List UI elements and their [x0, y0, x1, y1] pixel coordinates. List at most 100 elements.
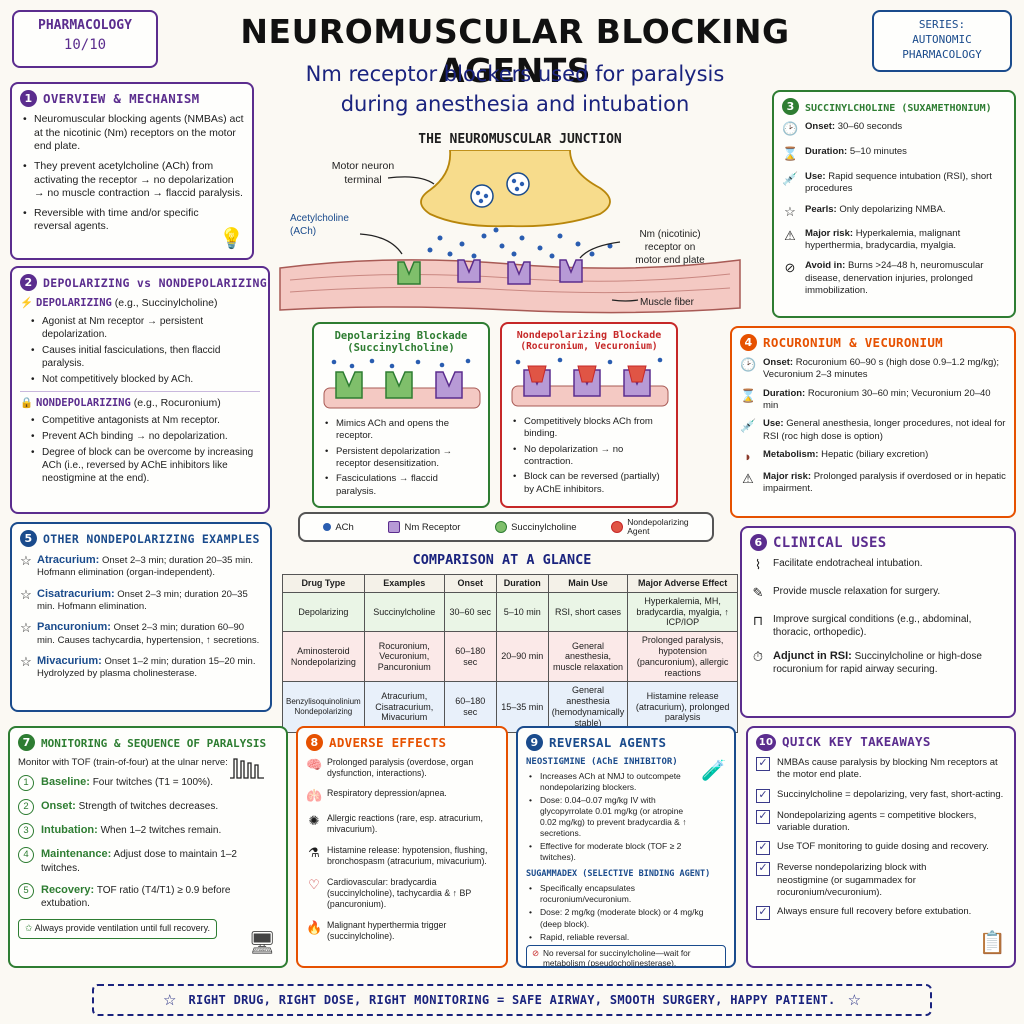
row-label: Avoid in:: [805, 260, 846, 272]
page-title: NEUROMUSCULAR BLOCKING AGENTS: [240, 12, 790, 90]
table-cell: RSI, short cases: [547, 591, 629, 633]
legend: ACh Nm Receptor Succinylcholine Nondepol…: [298, 512, 714, 542]
takeaway-item: ✓NMBAs cause paralysis by blocking Nm re…: [756, 757, 1006, 782]
series-badge-right: SERIES: AUTONOMIC PHARMACOLOGY: [872, 10, 1012, 72]
other-nondep-title: OTHER NONDEPOLARIZING EXAMPLES: [43, 532, 260, 546]
arrow: [359, 233, 403, 255]
ventilation-note-text: Always provide ventilation until full re…: [34, 922, 210, 933]
section-number: 8: [306, 734, 323, 751]
synaptic-vesicle: [470, 184, 494, 208]
use-row: ⌇Facilitate endotracheal intubation.: [750, 557, 1006, 573]
legend-nondep: Nondepolarizing Agent: [611, 517, 689, 537]
row-label: Duration:: [763, 387, 806, 399]
dep-block-title1: Depolarizing Blockade: [334, 330, 468, 342]
table-cell: 30–60 sec: [443, 591, 497, 633]
table-cell: Hyperkalemia, MH, bradycardia, myalgia, …: [627, 591, 738, 633]
star-icon: ☆: [20, 654, 32, 670]
receptor-swatch-icon: [388, 521, 401, 533]
star-icon: ✩: [25, 922, 33, 933]
table-cell: Benzylisoquinolinium Nondepolarizing: [282, 681, 365, 733]
row-text: 5–10 minutes: [849, 146, 907, 157]
badge-right-line3: PHARMACOLOGY: [902, 48, 982, 61]
comparison-table-wrap: Drug Type Examples Onset Duration Main U…: [282, 574, 738, 733]
sugammadex-title: SUGAMMADEX (SELECTIVE BINDING AGENT): [526, 869, 711, 880]
nondep-block-bullets: Competitively blocks ACh from binding. N…: [510, 416, 668, 496]
receptor-purple: [457, 259, 583, 285]
takeaway-text: Reverse nondepolarizing block with neost…: [777, 862, 927, 899]
sux-swatch-icon: [495, 521, 508, 533]
adverse-row: ⚗Histamine release: hypotension, flushin…: [306, 845, 498, 868]
info-row: 🕑Onset: Rocuronium 60–90 s (high dose 0.…: [740, 357, 1006, 382]
use-text: Improve surgical conditions (e.g., abdom…: [773, 614, 972, 638]
hourglass-icon: ⌛: [740, 387, 757, 403]
use-label: Adjunct in RSI:: [773, 650, 852, 662]
non-label: NONDEPOLARIZING: [36, 396, 131, 409]
overview-bullet: Reversible with time and/or specific rev…: [23, 207, 244, 234]
airway-icon: ⌇: [754, 557, 762, 572]
histamine-icon: ⚗: [308, 844, 320, 860]
legend-sux: Succinylcholine: [495, 521, 577, 533]
dep-example: (e.g., Succinylcholine): [114, 297, 218, 309]
star-icon: ☆: [20, 553, 32, 568]
reversal-title: REVERSAL AGENTS: [549, 735, 667, 750]
non-bullet: Prevent ACh binding → no depolarization.: [31, 430, 260, 443]
adverse-text: Malignant hyperthermia trigger (succinyl…: [327, 919, 447, 942]
table-cell: General anesthesia (hemodynamically stab…: [547, 681, 629, 733]
adverse-text: Respiratory depression/apnea.: [327, 787, 447, 798]
row-text: 30–60 seconds: [837, 121, 903, 132]
table-cell: 60–180 sec: [443, 681, 497, 733]
warning-icon: ⚠: [742, 471, 754, 487]
label-acetylcholine: Acetylcholine (ACh): [290, 213, 349, 237]
section-number: 2: [20, 274, 37, 291]
vial-icon: 🧪: [701, 758, 726, 782]
no-entry-icon: ⊘: [532, 947, 539, 958]
row-label: Use:: [763, 418, 784, 430]
legend-ach-label: ACh: [335, 521, 354, 533]
takeaway-item: ✓Always ensure full recovery before extu…: [756, 906, 1006, 921]
lightbulb-icon: 💡: [219, 226, 244, 250]
takeaway-item: ✓Succinylcholine = depolarizing, very fa…: [756, 788, 1006, 803]
adverse-row: ♡Cardiovascular: bradycardia (succinylch…: [306, 877, 498, 911]
ach-dot-icon: [323, 523, 332, 531]
nondep-block-title1: Nondepolarizing Blockade: [516, 330, 662, 341]
table-cell: Prolonged paralysis, hypotension (pancur…: [627, 631, 738, 683]
non-bullets: Competitive antagonists at Nm receptor. …: [20, 414, 260, 485]
row-text: Hyperkalemia, malignant hyperthermia, br…: [805, 227, 961, 252]
step-label: Onset:: [41, 800, 76, 813]
checkbox-icon: ✓: [756, 757, 770, 771]
monitor-icon: 🖥: [248, 931, 276, 956]
overview-title: OVERVIEW & MECHANISM: [43, 91, 200, 106]
step-text: Adjust dose to maintain 1–2 twitches.: [41, 849, 237, 874]
arrow: [387, 176, 435, 185]
no-entry-icon: ⊘: [784, 260, 796, 276]
badge-left-line1: PHARMACOLOGY: [38, 18, 132, 33]
neostigmine-bullets: Increases ACh at NMJ to outcompete nonde…: [526, 771, 726, 863]
overview-bullet: They prevent acetylcholine (ACh) from ac…: [23, 160, 244, 201]
step-number: 1: [18, 775, 34, 792]
step-label: Baseline:: [41, 776, 90, 789]
label-motor-neuron: Motor neuron terminal: [331, 160, 395, 186]
dep-block-bullet: Fasciculations → flaccid paralysis.: [325, 473, 480, 498]
checkbox-icon: ✓: [756, 862, 770, 877]
col-header: Drug Type: [282, 574, 365, 593]
section-number: 10: [756, 734, 776, 751]
info-row: 💉Use: Rapid sequence intubation (RSI), s…: [782, 171, 1006, 196]
info-row: ⌛Duration: 5–10 minutes: [782, 146, 1006, 162]
monitoring-title: MONITORING & SEQUENCE OF PARALYSIS: [41, 737, 267, 750]
table-cell: Aminosteroid Nondepolarizing: [282, 631, 365, 683]
row-label: Pearls:: [805, 203, 837, 215]
drug-text: Onset 2–3 min; duration 60–90 min. Cause…: [37, 622, 260, 646]
star-icon: ☆: [784, 203, 796, 219]
drug-label: Atracurium:: [37, 554, 100, 566]
adverse-title: ADVERSE EFFECTS: [329, 735, 447, 750]
legend-receptor-label: Nm Receptor: [404, 521, 461, 533]
arrow: [611, 299, 639, 302]
row-text: Burns >24–48 h, neuromuscular disease, d…: [805, 260, 984, 297]
